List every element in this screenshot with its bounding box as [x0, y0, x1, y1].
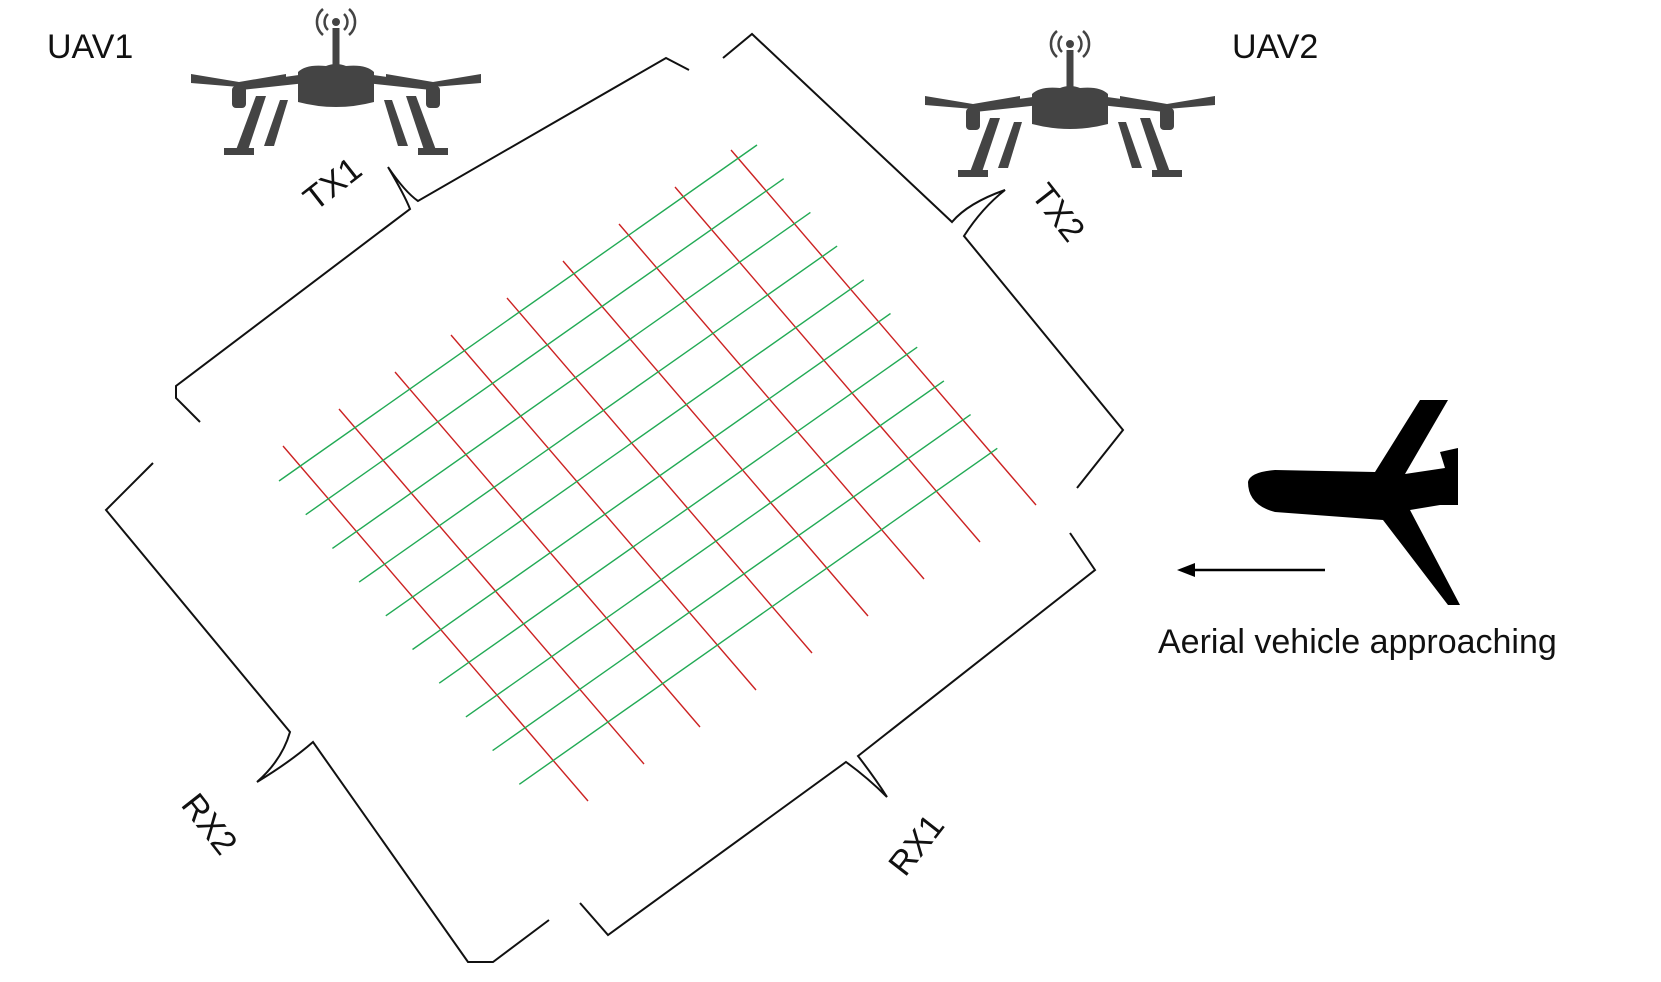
fixed-wing-aircraft-icon — [1248, 400, 1460, 605]
tx-grid-line — [730, 149, 1037, 506]
tx-grid-line — [562, 260, 869, 617]
rx-grid-line — [305, 178, 785, 516]
sensing-grid — [278, 144, 1037, 802]
arrow-left-icon — [1177, 563, 1325, 577]
rx1-bracket — [579, 532, 1097, 937]
uav2-label: UAV2 — [1232, 28, 1318, 66]
rx-grid-line — [438, 346, 918, 684]
rx2-bracket — [104, 462, 550, 963]
tx-grid-line — [674, 186, 981, 543]
rx-grid-line — [385, 279, 865, 617]
uav2-drone-icon — [925, 31, 1215, 177]
rx-grid-line — [465, 380, 945, 718]
rx-grid-line — [278, 144, 758, 482]
tx-grid-line — [394, 371, 701, 728]
tx-grid-line — [450, 334, 757, 691]
rx2-label: RX2 — [174, 787, 245, 863]
tx1-bracket — [175, 56, 690, 423]
rx1-label: RX1 — [881, 807, 952, 883]
tx-grid-line — [338, 408, 645, 765]
rx-grid-line — [358, 245, 838, 583]
rx-grid-line — [412, 312, 891, 651]
tx2-label: TX2 — [1024, 177, 1092, 250]
tx-grid-line — [618, 223, 925, 580]
tx1-label: TX1 — [297, 150, 370, 218]
uav1-drone-icon — [191, 9, 481, 155]
tx2-bracket — [722, 32, 1125, 489]
tx-grid-line — [282, 445, 589, 802]
uav1-label: UAV1 — [47, 28, 133, 66]
rx-grid-line — [492, 414, 972, 752]
rx-grid-line — [518, 447, 998, 785]
approach-caption: Aerial vehicle approaching — [1158, 623, 1557, 661]
rx-grid-line — [331, 211, 811, 549]
